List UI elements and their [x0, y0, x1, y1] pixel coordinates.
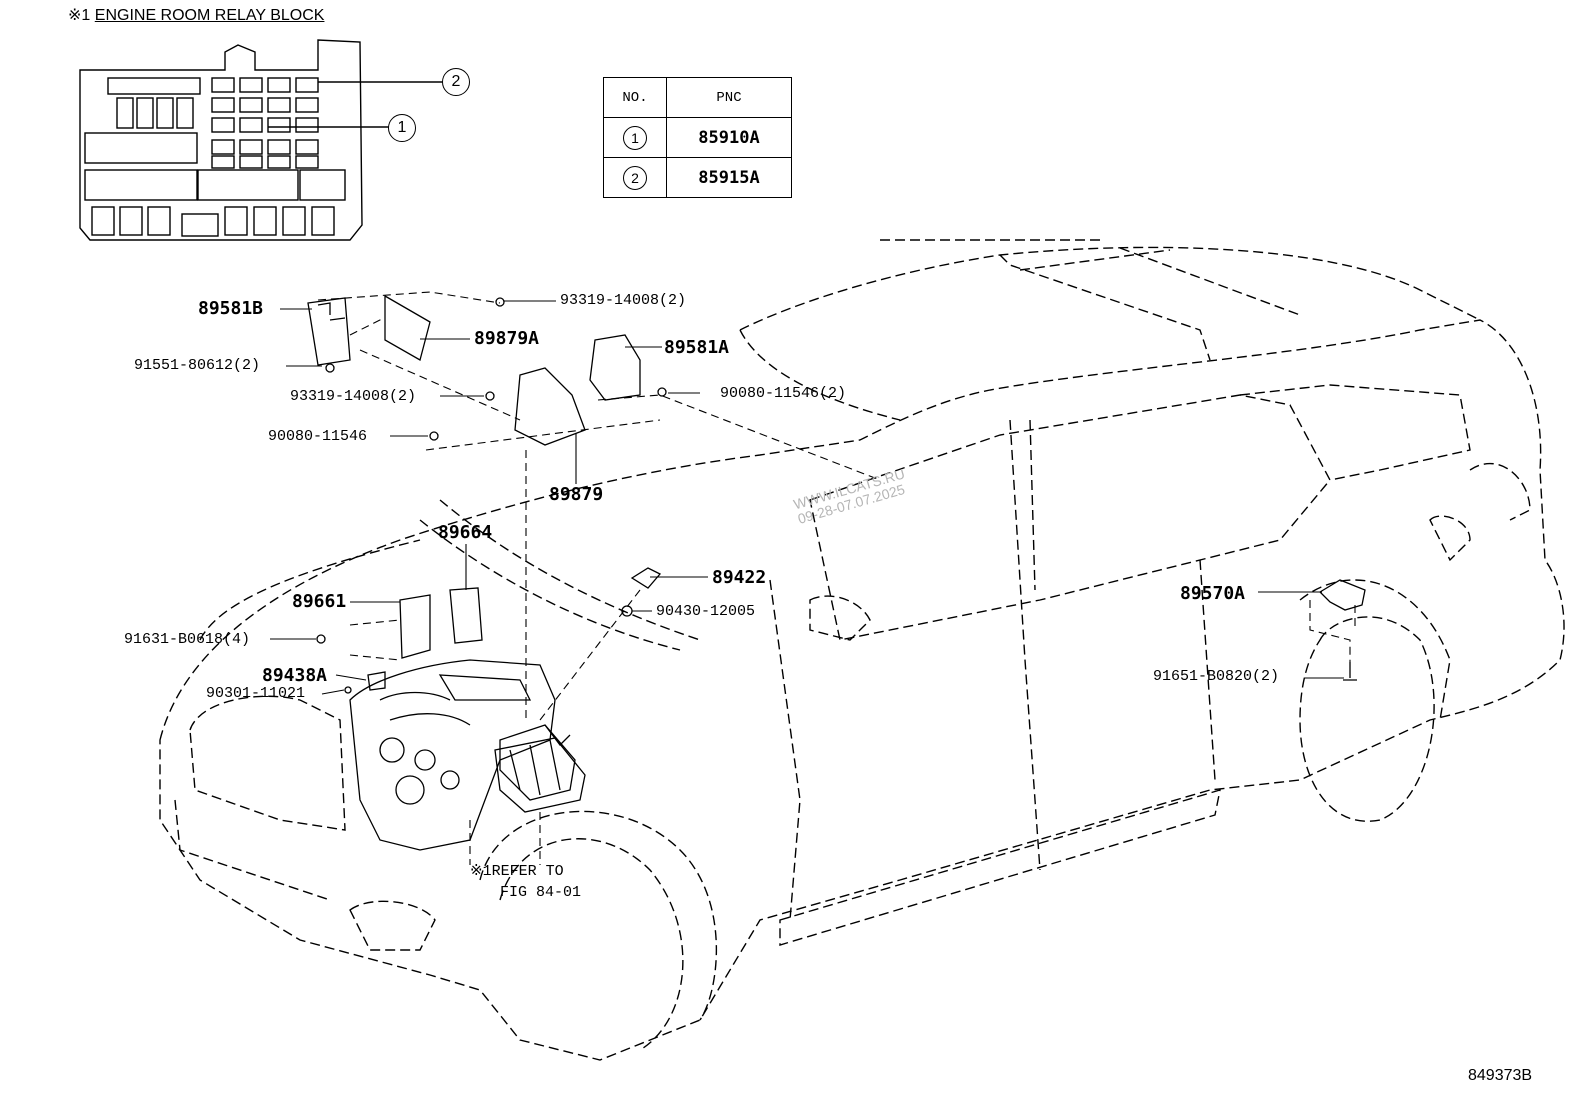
bolt-label-91631[interactable]: 91631-B0618(4): [124, 631, 251, 648]
vehicle-outline: [159, 239, 1565, 1061]
callout-2: 2: [442, 68, 470, 96]
pnc-table-row: 2 85915A: [603, 157, 792, 198]
part-label-89879[interactable]: 89879: [549, 484, 604, 505]
relay-block-title-mark: ※1: [68, 7, 91, 24]
part-label-89422[interactable]: 89422: [712, 567, 767, 588]
part-label-89581A[interactable]: 89581A: [664, 337, 730, 358]
row-no: 2: [623, 165, 647, 190]
bolt-label-91551[interactable]: 91551-80612(2): [134, 357, 261, 374]
engine-drawing: [349, 659, 576, 851]
row-pnc[interactable]: 85910A: [666, 117, 792, 158]
part-label-89664[interactable]: 89664: [438, 522, 493, 543]
part-label-89570A[interactable]: 89570A: [1180, 583, 1246, 604]
relay-block-drawing: [79, 39, 446, 241]
row-no: 1: [623, 125, 647, 150]
bolt-label-90080-2[interactable]: 90080-11546(2): [720, 385, 847, 402]
header-pnc: PNC: [666, 77, 792, 118]
part-label-89661[interactable]: 89661: [292, 591, 347, 612]
bolt-label-90430[interactable]: 90430-12005: [656, 603, 756, 620]
bolt-label-90301[interactable]: 90301-11021: [206, 685, 306, 702]
figure-code: 849373B: [1468, 1067, 1533, 1084]
guide-lines: [317, 291, 1356, 865]
relay-block-title: ※1 ENGINE ROOM RELAY BLOCK: [68, 8, 324, 24]
refer-note-line1: ※1REFER TO: [470, 863, 564, 880]
row-pnc[interactable]: 85915A: [666, 157, 792, 198]
bolt-label-91651[interactable]: 91651-B0820(2): [1153, 668, 1280, 685]
bolt-label-90080[interactable]: 90080-11546: [268, 428, 368, 445]
refer-note-line2[interactable]: FIG 84-01: [500, 884, 582, 901]
part-label-89879A[interactable]: 89879A: [474, 328, 540, 349]
leader-lines: [270, 300, 1344, 695]
part-label-89581B[interactable]: 89581B: [198, 298, 264, 319]
pnc-table-header: NO. PNC: [603, 77, 792, 118]
relay-block-title-text: ENGINE ROOM RELAY BLOCK: [94, 7, 325, 24]
bolt-label-93319-top[interactable]: 93319-14008(2): [560, 292, 687, 309]
callout-1: 1: [388, 114, 416, 142]
bolt-label-93319-mid[interactable]: 93319-14008(2): [290, 388, 417, 405]
header-no: NO.: [603, 77, 667, 118]
part-label-89438A[interactable]: 89438A: [262, 665, 328, 686]
pnc-table-row: 1 85910A: [603, 117, 792, 158]
pnc-table: NO. PNC 1 85910A 2 85915A: [603, 77, 792, 198]
